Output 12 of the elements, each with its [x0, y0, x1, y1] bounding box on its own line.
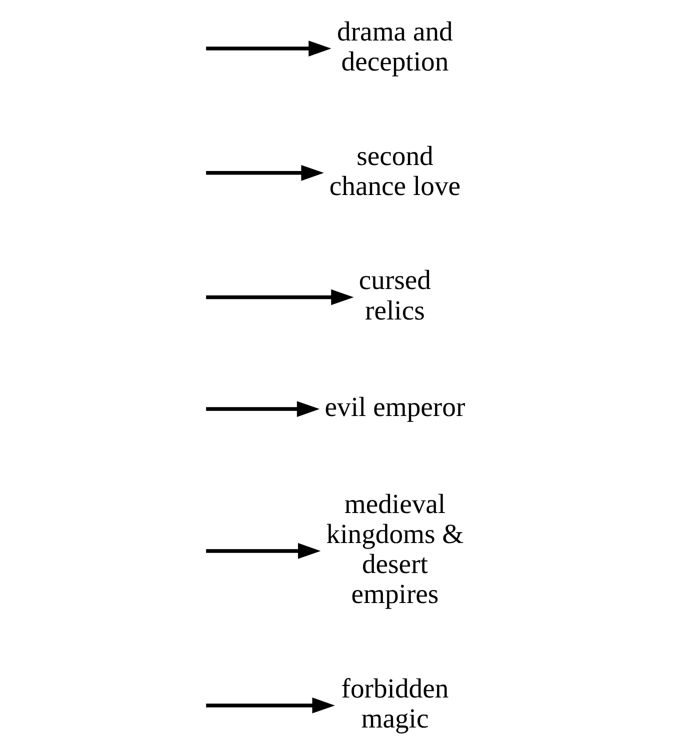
node-text: cursed relics: [358, 264, 431, 326]
node-text: second chance love: [328, 140, 460, 201]
arrow: [206, 289, 354, 306]
node-text: drama and deception: [336, 16, 452, 77]
arrow: [206, 40, 331, 56]
arrow: [206, 698, 334, 714]
arrow: [206, 543, 320, 559]
node-text: evil emperor: [324, 391, 465, 422]
arrow: [206, 401, 320, 417]
node-text: forbidden magic: [340, 672, 448, 734]
node-text: medieval kingdoms & desert empires: [326, 488, 464, 610]
arrow: [206, 164, 324, 181]
